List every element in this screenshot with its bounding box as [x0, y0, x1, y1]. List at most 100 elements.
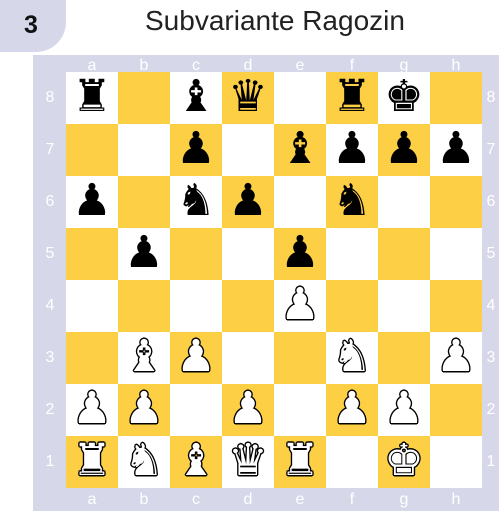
- square-e1: ♜: [274, 436, 326, 488]
- black-bishop-icon: ♝: [274, 124, 326, 176]
- square-f6: ♞: [326, 176, 378, 228]
- black-king-icon: ♚: [378, 72, 430, 124]
- white-pawn-icon: ♟: [170, 332, 222, 384]
- rank-label-4-right: 4: [481, 298, 501, 314]
- rank-label-1-right: 1: [481, 454, 501, 470]
- black-pawn-icon: ♟: [222, 176, 274, 228]
- square-a3: [66, 332, 118, 384]
- square-c3: ♟: [170, 332, 222, 384]
- black-knight-icon: ♞: [326, 176, 378, 228]
- rank-label-3-right: 3: [481, 350, 501, 366]
- white-pawn-icon: ♟: [430, 332, 482, 384]
- rank-label-7-left: 7: [40, 142, 60, 158]
- square-d4: [222, 280, 274, 332]
- chess-board: ♜♝♛♜♚♟♝♟♟♟♟♞♟♞♟♟♟♝♟♞♟♟♟♟♟♟♜♞♝♛♜♚: [66, 72, 482, 488]
- file-label-d-bottom: d: [238, 492, 258, 508]
- square-g4: [378, 280, 430, 332]
- square-f4: [326, 280, 378, 332]
- rank-label-6-left: 6: [40, 194, 60, 210]
- square-c6: ♞: [170, 176, 222, 228]
- white-queen-icon: ♛: [222, 436, 274, 488]
- square-d2: ♟: [222, 384, 274, 436]
- square-f3: ♞: [326, 332, 378, 384]
- white-bishop-icon: ♝: [170, 436, 222, 488]
- white-rook-icon: ♜: [66, 436, 118, 488]
- square-f7: ♟: [326, 124, 378, 176]
- square-c1: ♝: [170, 436, 222, 488]
- white-pawn-icon: ♟: [222, 384, 274, 436]
- square-f2: ♟: [326, 384, 378, 436]
- square-e3: [274, 332, 326, 384]
- white-pawn-icon: ♟: [326, 384, 378, 436]
- black-pawn-icon: ♟: [326, 124, 378, 176]
- square-a2: ♟: [66, 384, 118, 436]
- square-h4: [430, 280, 482, 332]
- square-a5: [66, 228, 118, 280]
- square-h2: [430, 384, 482, 436]
- file-label-h-bottom: h: [446, 492, 466, 508]
- square-g6: [378, 176, 430, 228]
- square-g2: ♟: [378, 384, 430, 436]
- white-pawn-icon: ♟: [66, 384, 118, 436]
- rank-label-1-left: 1: [40, 454, 60, 470]
- square-b6: [118, 176, 170, 228]
- black-pawn-icon: ♟: [430, 124, 482, 176]
- diagram-number-badge: 3: [0, 0, 66, 52]
- square-h7: ♟: [430, 124, 482, 176]
- square-d6: ♟: [222, 176, 274, 228]
- square-b2: ♟: [118, 384, 170, 436]
- white-bishop-icon: ♝: [118, 332, 170, 384]
- square-h8: [430, 72, 482, 124]
- file-label-b-bottom: b: [134, 492, 154, 508]
- square-b8: [118, 72, 170, 124]
- square-a4: [66, 280, 118, 332]
- square-e4: ♟: [274, 280, 326, 332]
- rank-label-8-right: 8: [481, 90, 501, 106]
- square-b7: [118, 124, 170, 176]
- rank-label-4-left: 4: [40, 298, 60, 314]
- square-c2: [170, 384, 222, 436]
- rank-label-5-left: 5: [40, 246, 60, 262]
- black-rook-icon: ♜: [326, 72, 378, 124]
- square-h1: [430, 436, 482, 488]
- square-h5: [430, 228, 482, 280]
- square-f5: [326, 228, 378, 280]
- diagram-title: Subvariante Ragozin: [145, 7, 405, 35]
- rank-label-6-right: 6: [481, 194, 501, 210]
- square-f1: [326, 436, 378, 488]
- square-d7: [222, 124, 274, 176]
- square-c5: [170, 228, 222, 280]
- square-e8: [274, 72, 326, 124]
- square-a8: ♜: [66, 72, 118, 124]
- square-g7: ♟: [378, 124, 430, 176]
- square-d3: [222, 332, 274, 384]
- file-label-a-bottom: a: [82, 492, 102, 508]
- square-f8: ♜: [326, 72, 378, 124]
- square-b5: ♟: [118, 228, 170, 280]
- square-h3: ♟: [430, 332, 482, 384]
- diagram-number: 3: [24, 13, 38, 38]
- square-g3: [378, 332, 430, 384]
- white-pawn-icon: ♟: [118, 384, 170, 436]
- square-c8: ♝: [170, 72, 222, 124]
- black-pawn-icon: ♟: [66, 176, 118, 228]
- square-g1: ♚: [378, 436, 430, 488]
- file-label-c-bottom: c: [186, 492, 206, 508]
- white-knight-icon: ♞: [118, 436, 170, 488]
- square-e7: ♝: [274, 124, 326, 176]
- black-pawn-icon: ♟: [274, 228, 326, 280]
- rank-label-3-left: 3: [40, 350, 60, 366]
- square-b4: [118, 280, 170, 332]
- file-label-g-bottom: g: [394, 492, 414, 508]
- square-b3: ♝: [118, 332, 170, 384]
- square-a7: [66, 124, 118, 176]
- square-a1: ♜: [66, 436, 118, 488]
- black-bishop-icon: ♝: [170, 72, 222, 124]
- black-pawn-icon: ♟: [170, 124, 222, 176]
- black-queen-icon: ♛: [222, 72, 274, 124]
- white-knight-icon: ♞: [326, 332, 378, 384]
- square-e2: [274, 384, 326, 436]
- rank-label-2-left: 2: [40, 402, 60, 418]
- square-d1: ♛: [222, 436, 274, 488]
- black-rook-icon: ♜: [66, 72, 118, 124]
